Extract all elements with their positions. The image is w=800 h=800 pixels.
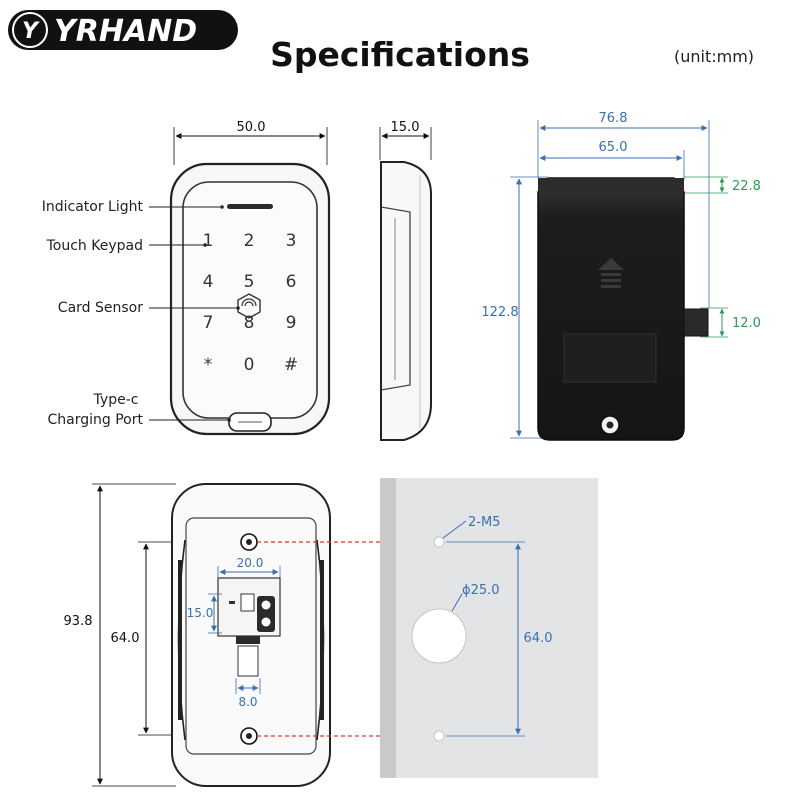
side-depth-label: 15.0 (391, 120, 420, 135)
keypad-key: 9 (286, 313, 297, 333)
keypad-key: 2 (244, 231, 255, 251)
type-c-label-line2: Charging Port (48, 412, 144, 428)
card-sensor-label: Card Sensor (58, 300, 143, 316)
unit-note: (unit:mm) (674, 47, 754, 66)
indicator-light-label: Indicator Light (42, 199, 144, 215)
mounting-panel: 2-M5 ϕ25.0 64.0 (380, 478, 598, 778)
socket-height-label: 15.0 (187, 606, 214, 620)
back-outer-width-label: 76.8 (599, 111, 628, 126)
front-width-label: 50.0 (237, 120, 266, 135)
card-sensor-icon (237, 293, 261, 319)
keypad-key: 4 (203, 272, 214, 292)
touch-keypad-label: Touch Keypad (46, 238, 143, 254)
rear-view: 93.8 64.0 20.0 15.0 (64, 483, 331, 787)
type-c-label-line1: Type-c (93, 392, 139, 408)
keypad: 1 2 3 4 5 6 7 8 9 * 0 # (203, 231, 299, 375)
side-view: 15.0 (379, 120, 432, 441)
center-hole-label: ϕ25.0 (462, 583, 500, 598)
rear-height-label: 93.8 (64, 614, 93, 629)
connector-width-label: 8.0 (238, 695, 257, 709)
keypad-key: 0 (244, 355, 255, 375)
keypad-key: 3 (286, 231, 297, 251)
mount-holes-label: 2-M5 (468, 515, 500, 530)
keypad-key: 5 (244, 272, 255, 292)
keypad-key: 6 (286, 272, 297, 292)
socket-width-label: 20.0 (237, 556, 264, 570)
back-top-offset-label: 22.8 (732, 179, 761, 194)
back-height-label: 122.8 (481, 305, 518, 320)
logo-letter: Y (22, 19, 40, 44)
callouts: Indicator Light Touch Keypad Card Sensor… (42, 199, 240, 428)
keypad-key: 7 (203, 313, 214, 333)
page-title: Specifications (270, 35, 530, 74)
alignment-guides (257, 541, 440, 737)
latch-height-label: 12.0 (732, 316, 761, 331)
back-inner-width-label: 65.0 (599, 140, 628, 155)
back-view: 76.8 65.0 122.8 22.8 12.0 (481, 111, 761, 441)
keypad-key: 1 (203, 231, 214, 251)
brand-name: YRHAND (54, 14, 197, 49)
rear-hole-spacing-label: 64.0 (111, 631, 140, 646)
front-view: 50.0 1 2 3 4 5 6 7 8 9 * 0 # (169, 120, 331, 436)
keypad-key: * (204, 355, 213, 375)
keypad-key: # (284, 355, 298, 375)
keypad-key: 8 (244, 313, 255, 333)
brand-logo: Y YRHAND (8, 10, 238, 50)
panel-hole-spacing-label: 64.0 (524, 631, 553, 646)
